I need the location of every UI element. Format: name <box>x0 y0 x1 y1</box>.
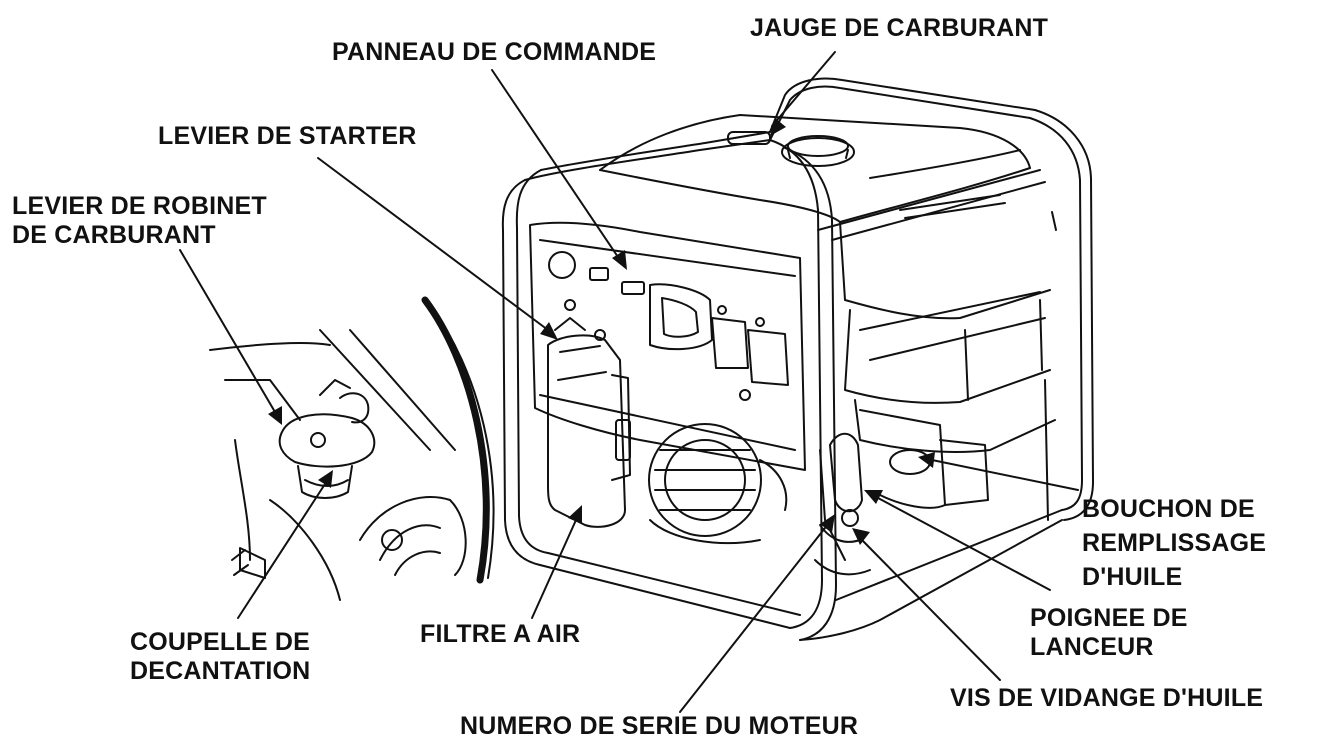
label-filtre-a-air: FILTRE A AIR <box>420 620 581 648</box>
label-line: BOUCHON DE <box>1082 495 1255 523</box>
label-line: COUPELLE DE <box>130 628 310 656</box>
label-line: LANCEUR <box>1030 633 1154 661</box>
fuel-valve-closeup <box>209 296 495 601</box>
leader-jauge <box>771 51 836 127</box>
arrow-poignee <box>864 490 883 504</box>
label-line: POIGNEE DE <box>1030 604 1188 632</box>
label-vis-de-vidange: VIS DE VIDANGE D'HUILE <box>950 684 1264 712</box>
arrow-serie <box>820 514 835 533</box>
generator-body <box>529 114 1057 576</box>
leader-filtre <box>531 519 577 619</box>
label-panneau-de-commande: PANNEAU DE COMMANDE <box>332 38 657 66</box>
label-levier-de-starter: LEVIER DE STARTER <box>158 122 417 150</box>
arrow-coupelle <box>318 470 333 488</box>
leader-lines <box>179 51 1079 713</box>
label-line: REMPLISSAGE <box>1082 529 1267 557</box>
arrow-vidange <box>852 528 870 545</box>
arrow-jauge <box>770 118 786 136</box>
leader-robinet <box>179 249 276 413</box>
label-line: DE CARBURANT <box>12 221 216 249</box>
leader-serie <box>679 527 826 713</box>
label-numero-de-serie: NUMERO DE SERIE DU MOTEUR <box>460 712 859 740</box>
arrow-starter <box>540 322 558 340</box>
arrow-bouchon <box>918 452 935 468</box>
label-line: DECANTATION <box>130 657 311 685</box>
leader-bouchon <box>931 459 1079 491</box>
label-poignee-de-lanceur: POIGNEE DE LANCEUR <box>1030 604 1188 662</box>
label-jauge-de-carburant: JAUGE DE CARBURANT <box>750 14 1049 42</box>
label-line: LEVIER DE ROBINET <box>12 192 267 220</box>
leader-vidange <box>861 539 1001 681</box>
leader-coupelle <box>237 483 326 619</box>
generator-frame <box>501 77 1094 641</box>
label-bouchon-de-remplissage: BOUCHON DE REMPLISSAGE D'HUILE <box>1082 492 1266 594</box>
arrow-robinet <box>268 406 282 425</box>
leader-starter <box>317 157 549 331</box>
leader-panneau <box>491 69 621 261</box>
arrow-panneau <box>612 250 627 270</box>
leader-poignee <box>877 497 1051 591</box>
arrow-filtre <box>568 505 582 524</box>
label-line: D'HUILE <box>1082 563 1183 591</box>
label-levier-de-robinet: LEVIER DE ROBINET DE CARBURANT <box>12 192 267 250</box>
label-coupelle-de-decantation: COUPELLE DE DECANTATION <box>130 628 310 686</box>
